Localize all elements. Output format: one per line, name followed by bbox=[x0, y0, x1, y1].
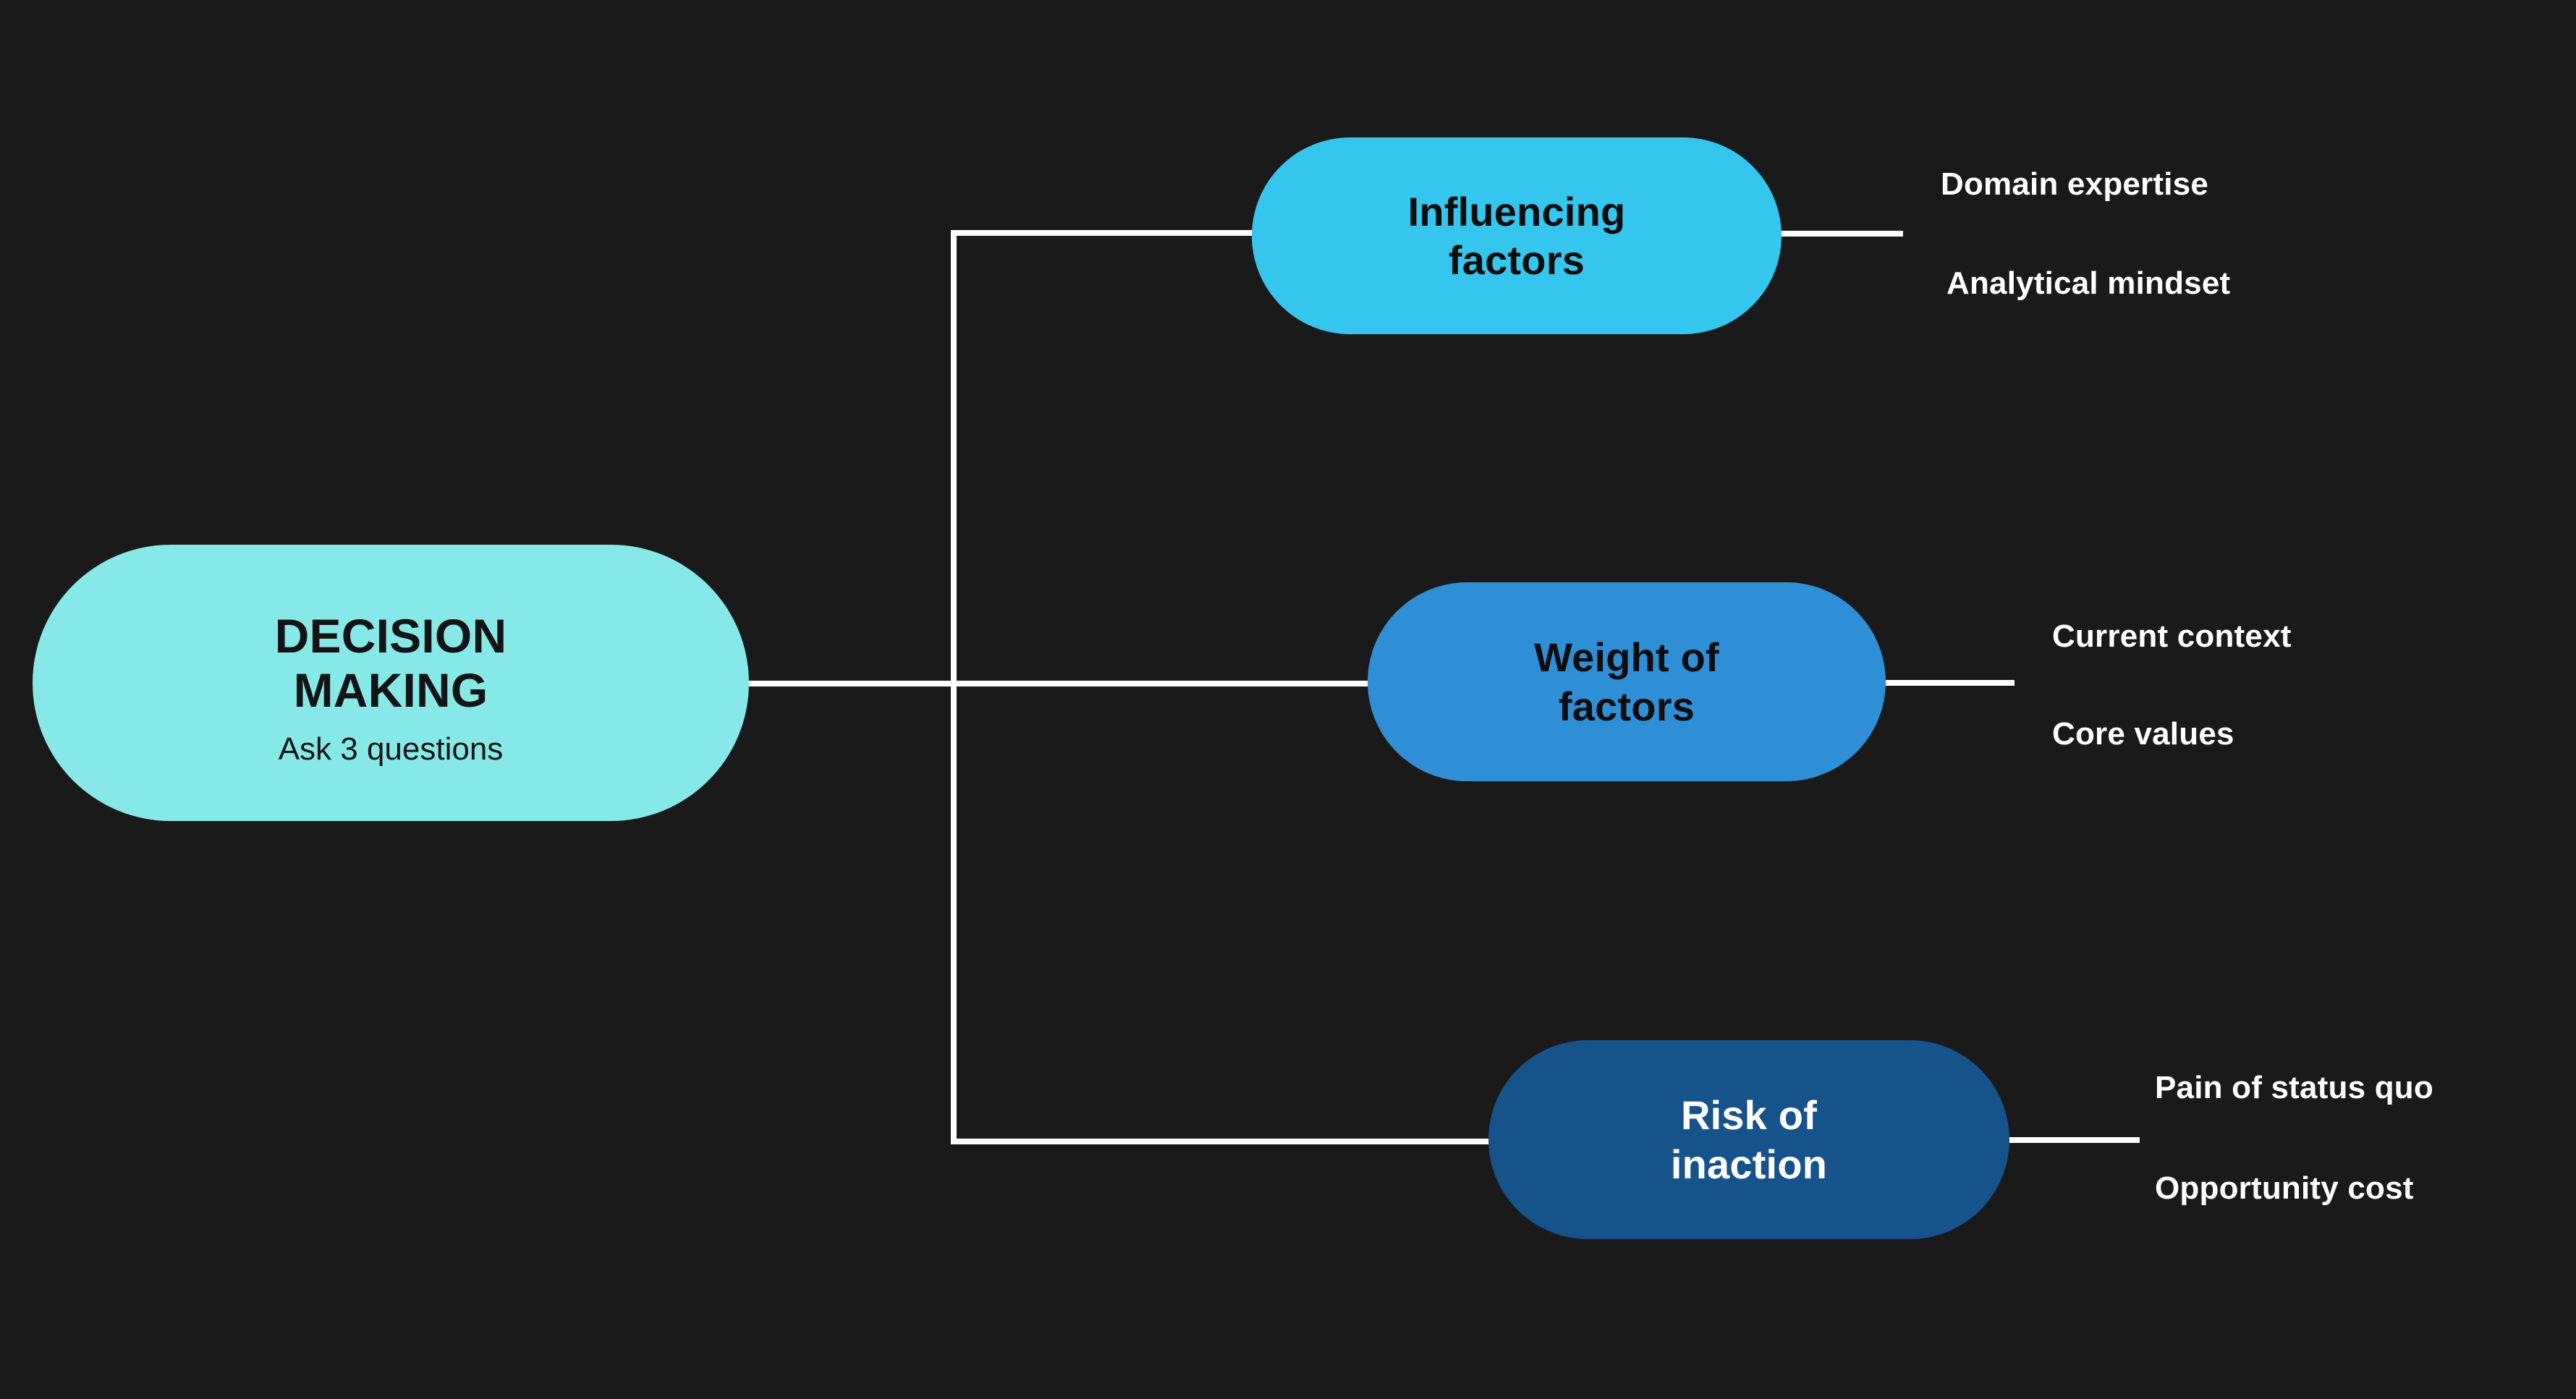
branch-node-risk-of-inaction[interactable]: Risk of inaction bbox=[1488, 1040, 2009, 1239]
connector-branch-1-to-leaves bbox=[1886, 680, 2014, 686]
leaf-label-core-values[interactable]: Core values bbox=[2052, 716, 2234, 752]
leaf-label-domain-expertise[interactable]: Domain expertise bbox=[1941, 166, 2209, 202]
connector-spine-to-branch-1 bbox=[951, 681, 1373, 686]
leaf-label-current-context[interactable]: Current context bbox=[2052, 618, 2292, 654]
root-node-subtitle: Ask 3 questions bbox=[278, 731, 504, 767]
connector-root-to-spine bbox=[749, 681, 957, 686]
connector-spine bbox=[951, 230, 957, 1144]
leaf-label-analytical-mindset[interactable]: Analytical mindset bbox=[1946, 265, 2231, 301]
branch-node-title: Risk of inaction bbox=[1670, 1092, 1828, 1187]
branch-node-influencing-factors[interactable]: Influencing factors bbox=[1252, 137, 1781, 334]
leaf-label-opportunity-cost[interactable]: Opportunity cost bbox=[2155, 1170, 2414, 1206]
connector-branch-2-to-leaves bbox=[2009, 1137, 2140, 1143]
connector-spine-to-branch-2 bbox=[951, 1139, 1495, 1144]
leaf-label-pain-of-status-quo[interactable]: Pain of status quo bbox=[2155, 1070, 2433, 1105]
connector-branch-0-to-leaves bbox=[1781, 231, 1903, 237]
connector-spine-to-branch-0 bbox=[951, 230, 1258, 236]
root-node[interactable]: DECISION MAKING Ask 3 questions bbox=[33, 545, 749, 821]
branch-node-title: Weight of factors bbox=[1534, 634, 1719, 729]
root-node-title: DECISION MAKING bbox=[274, 609, 507, 718]
branch-node-weight-of-factors[interactable]: Weight of factors bbox=[1368, 582, 1886, 781]
branch-node-title: Influencing factors bbox=[1407, 188, 1626, 283]
